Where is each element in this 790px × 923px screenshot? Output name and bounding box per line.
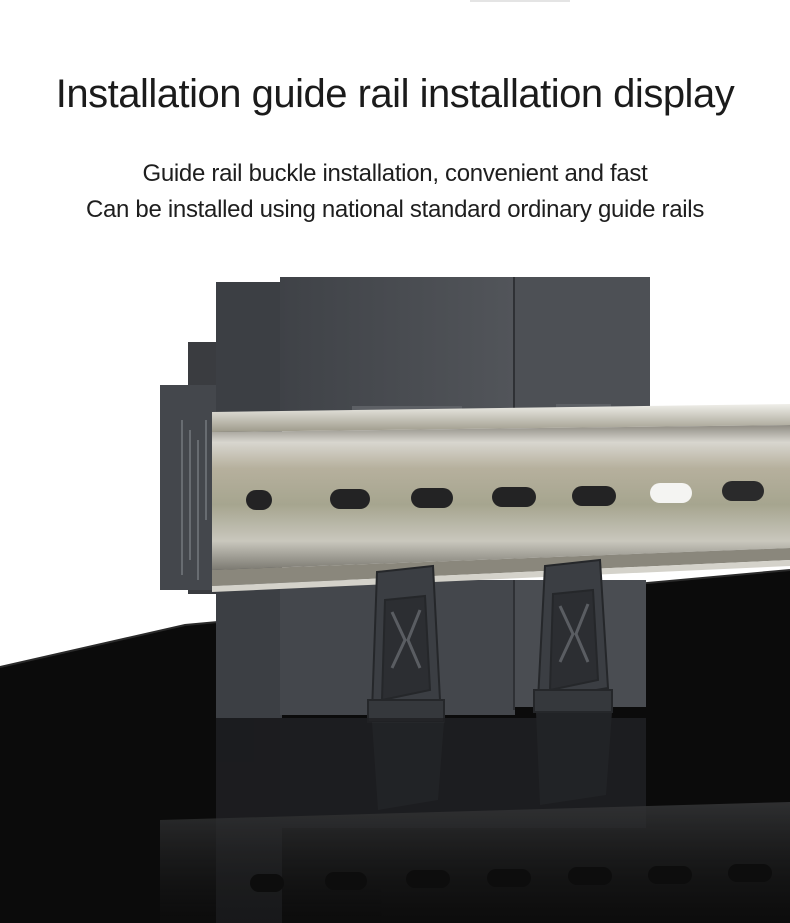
din-rail [212,404,790,592]
device-body [160,277,650,718]
top-edge-line [470,0,570,2]
rail-slots-light [650,481,764,503]
surface-reflection [160,712,790,923]
rail-slots [246,486,616,510]
subtitle-line-1: Guide rail buckle installation, convenie… [142,160,648,187]
side-label-print [181,420,207,580]
rail-clip-left [367,564,445,723]
subtitle-line-2: Can be installed using national standard… [85,196,705,223]
page-title: Installation guide rail installation dis… [55,72,735,116]
rail-clip-right [533,558,613,713]
